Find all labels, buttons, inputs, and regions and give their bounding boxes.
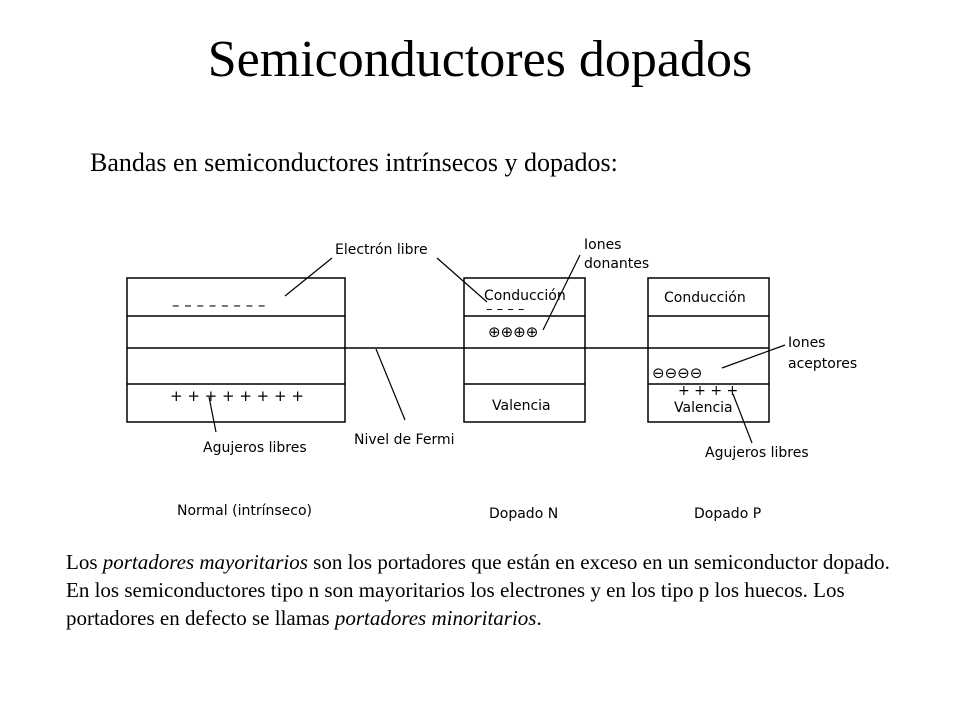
donor-ions-label-line2: donantes [584,256,649,272]
n-electrons: – – – – [486,302,524,317]
caption-normal: Normal (intrínseco) [177,503,312,519]
free-holes-label-left: Agujeros libres [203,440,307,456]
caption-dopado-p: Dopado P [694,506,761,522]
n-type-band-block [463,277,586,423]
acceptor-ions-label-line2: aceptores [788,356,857,372]
subtitle: Bandas en semiconductores intrínsecos y … [90,148,618,177]
paragraph-emphasis-minority: portadores minoritarios [334,606,537,630]
free-electron-label: Electrón libre [335,242,428,258]
acceptor-ions-label-line1: Iones [788,335,825,351]
n-donor-ions: ⊕⊕⊕⊕ [488,323,538,341]
paragraph-text-3: . [536,606,542,630]
n-valence-label: Valencia [492,398,551,414]
n-conduction-label: Conducción [484,288,566,304]
band-diagram: – – – – – – – – + + + + + + + + Conducci… [126,237,857,522]
p-holes: + + + + [678,383,738,399]
p-acceptor-ions: ⊖⊖⊖⊖ [652,364,702,382]
normal-holes: + + + + + + + + [170,387,304,405]
p-valence-label: Valencia [674,400,733,416]
donor-ions-label-line1: Iones [584,237,621,253]
page-title: Semiconductores dopados [207,31,753,88]
p-type-band-block [647,277,770,423]
paragraph-text-2: son los portadores que están en exceso e… [66,550,890,630]
p-conduction-label: Conducción [664,290,746,306]
explanation-paragraph: Los portadores mayoritarios son los port… [66,548,906,632]
free-holes-label-right: Agujeros libres [705,445,809,461]
paragraph-text-1: Los [66,550,103,574]
annotation-leaders [208,254,786,444]
normal-band-block [126,277,346,423]
fermi-level-label: Nivel de Fermi [354,432,455,448]
normal-electrons: – – – – – – – – [172,296,265,314]
caption-dopado-n: Dopado N [489,506,558,522]
paragraph-emphasis-majority: portadores mayoritarios [102,550,308,574]
